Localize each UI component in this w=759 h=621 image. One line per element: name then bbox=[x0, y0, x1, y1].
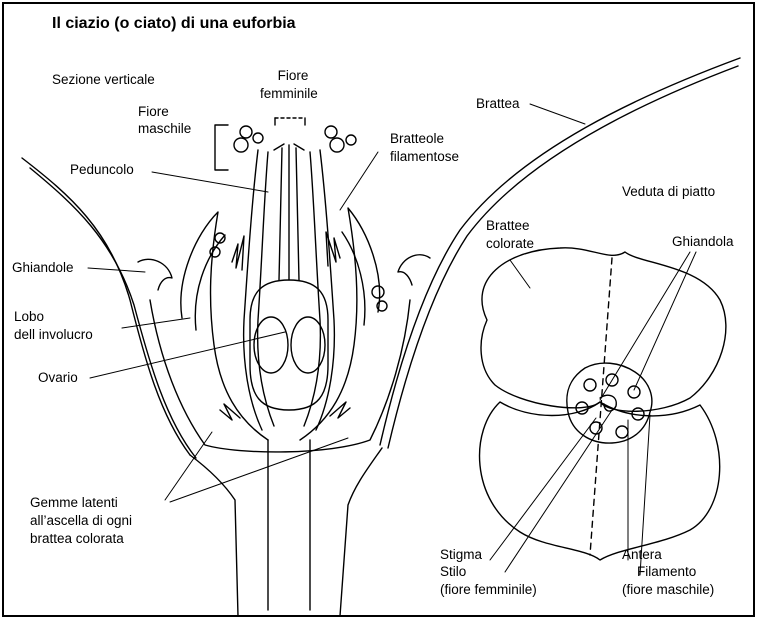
anther-right-1 bbox=[329, 137, 345, 153]
label-glands: Ghiandole bbox=[12, 260, 74, 275]
label-lobe-1: Lobo bbox=[14, 309, 45, 324]
label-bracteoles-2: filamentose bbox=[390, 149, 460, 164]
diagram-title: Il ciazio (o ciato) di una euforbia bbox=[52, 15, 296, 32]
label-stigma: Stigma bbox=[440, 547, 483, 562]
gland-left bbox=[137, 258, 173, 291]
coloured-bract-upper bbox=[480, 247, 727, 412]
label-gland: Ghiandola bbox=[672, 234, 734, 249]
label-anther: Antera bbox=[622, 547, 662, 562]
label-ovary: Ovario bbox=[38, 370, 78, 385]
involucre-lobe-right bbox=[299, 207, 381, 441]
label-male-flower-2: maschile bbox=[138, 121, 192, 136]
stem bbox=[189, 454, 239, 617]
label-female-flower-2: femminile bbox=[260, 86, 318, 101]
label-filament: Filamento bbox=[637, 564, 697, 579]
coloured-bract-lower bbox=[478, 401, 721, 561]
label-lobe-2: dell involucro bbox=[14, 327, 93, 342]
ovary-locule-right bbox=[290, 316, 326, 374]
vertical-section-drawing bbox=[21, 57, 741, 617]
male-peduncle-right bbox=[315, 149, 336, 431]
anther-left-1 bbox=[233, 137, 249, 153]
top-view-heading: Veduta di piatto bbox=[622, 184, 716, 199]
label-male-flower-note: (fiore maschile) bbox=[622, 582, 715, 597]
label-male-flower-1: Fiore bbox=[138, 104, 169, 119]
label-buds-2: all’ascella di ogni bbox=[30, 513, 133, 528]
styles bbox=[273, 143, 305, 281]
involucre-lobe-left bbox=[180, 211, 269, 441]
ovary bbox=[249, 279, 329, 411]
involucre bbox=[149, 299, 411, 453]
label-buds-3: brattea colorata bbox=[30, 531, 124, 546]
label-buds-1: Gemme latenti bbox=[30, 495, 118, 510]
outer-bract-left bbox=[21, 157, 191, 456]
label-bracteoles-1: Bratteole bbox=[390, 131, 445, 146]
gland-right bbox=[397, 254, 431, 286]
male-peduncle-left bbox=[242, 149, 263, 431]
left-leader-lines bbox=[87, 103, 586, 503]
outer-bract-right bbox=[379, 57, 741, 446]
vertical-section-heading: Sezione verticale bbox=[52, 72, 155, 87]
label-bract: Brattea bbox=[476, 96, 520, 111]
label-coloured-bracts-1: Brattee bbox=[486, 218, 530, 233]
label-coloured-bracts-2: colorate bbox=[486, 236, 535, 251]
label-peduncle: Peduncolo bbox=[70, 162, 134, 177]
female-pedicel bbox=[267, 439, 311, 611]
label-female-flower-1: Fiore bbox=[277, 68, 309, 83]
top-view-drawing bbox=[478, 247, 727, 561]
ovary-locule-left bbox=[253, 316, 289, 374]
label-style: Stilo bbox=[440, 564, 467, 579]
label-female-flower-note: (fiore femminile) bbox=[440, 582, 537, 597]
right-leader-lines bbox=[489, 251, 697, 576]
central-flowers bbox=[566, 362, 653, 444]
